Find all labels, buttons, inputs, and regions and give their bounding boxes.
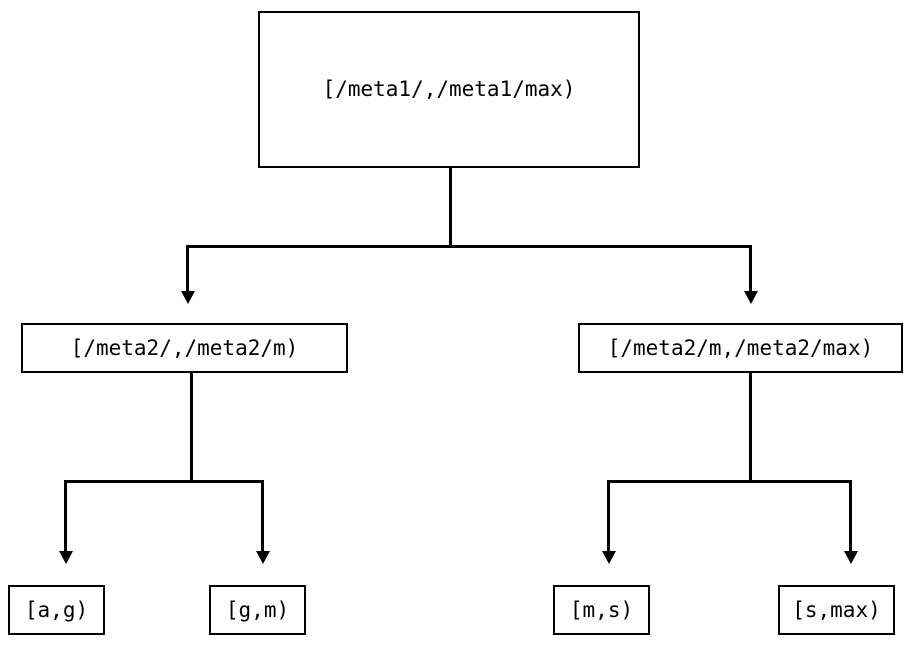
tree-node-mid-right-label: [/meta2/m,/meta2/max) — [607, 335, 874, 360]
edge-mid-right-stem — [749, 373, 752, 483]
edge-mid-right-to-leaf-smax — [849, 480, 852, 552]
tree-node-leaf-ms-label: [m,s) — [569, 597, 634, 622]
tree-node-mid-left-label: [/meta2/,/meta2/m) — [70, 335, 299, 360]
edge-mid-left-stem — [190, 373, 193, 483]
edge-root-stem — [449, 168, 452, 247]
edge-mid-right-branch-bar — [607, 480, 852, 483]
arrowhead-down-icon-leaf-ms — [602, 551, 616, 564]
edge-mid-left-branch-bar — [64, 480, 264, 483]
tree-node-leaf-ag[interactable]: [a,g) — [8, 585, 105, 635]
tree-node-leaf-smax-label: [s,max) — [792, 597, 881, 622]
edge-mid-right-to-leaf-ms — [607, 480, 610, 552]
edge-root-to-mid-left — [186, 245, 189, 292]
edge-mid-left-to-leaf-gm — [261, 480, 264, 552]
tree-node-mid-left[interactable]: [/meta2/,/meta2/m) — [21, 323, 348, 373]
edge-root-to-mid-right — [749, 245, 752, 292]
tree-node-mid-right[interactable]: [/meta2/m,/meta2/max) — [578, 323, 903, 373]
tree-node-leaf-ag-label: [a,g) — [24, 597, 89, 622]
arrowhead-down-icon-leaf-gm — [256, 551, 270, 564]
arrowhead-down-icon-leaf-smax — [844, 551, 858, 564]
tree-node-leaf-smax[interactable]: [s,max) — [778, 585, 895, 635]
tree-node-leaf-gm[interactable]: [g,m) — [209, 585, 306, 635]
edge-root-branch-bar — [186, 245, 752, 248]
arrowhead-down-icon-mid-right — [744, 291, 758, 304]
edge-mid-left-to-leaf-ag — [64, 480, 67, 552]
arrowhead-down-icon-mid-left — [181, 291, 195, 304]
tree-node-root-label: [/meta1/,/meta1/max) — [322, 77, 576, 101]
arrowhead-down-icon-leaf-ag — [59, 551, 73, 564]
tree-node-root[interactable]: [/meta1/,/meta1/max) — [258, 11, 640, 168]
tree-node-leaf-ms[interactable]: [m,s) — [553, 585, 650, 635]
tree-node-leaf-gm-label: [g,m) — [225, 597, 290, 622]
